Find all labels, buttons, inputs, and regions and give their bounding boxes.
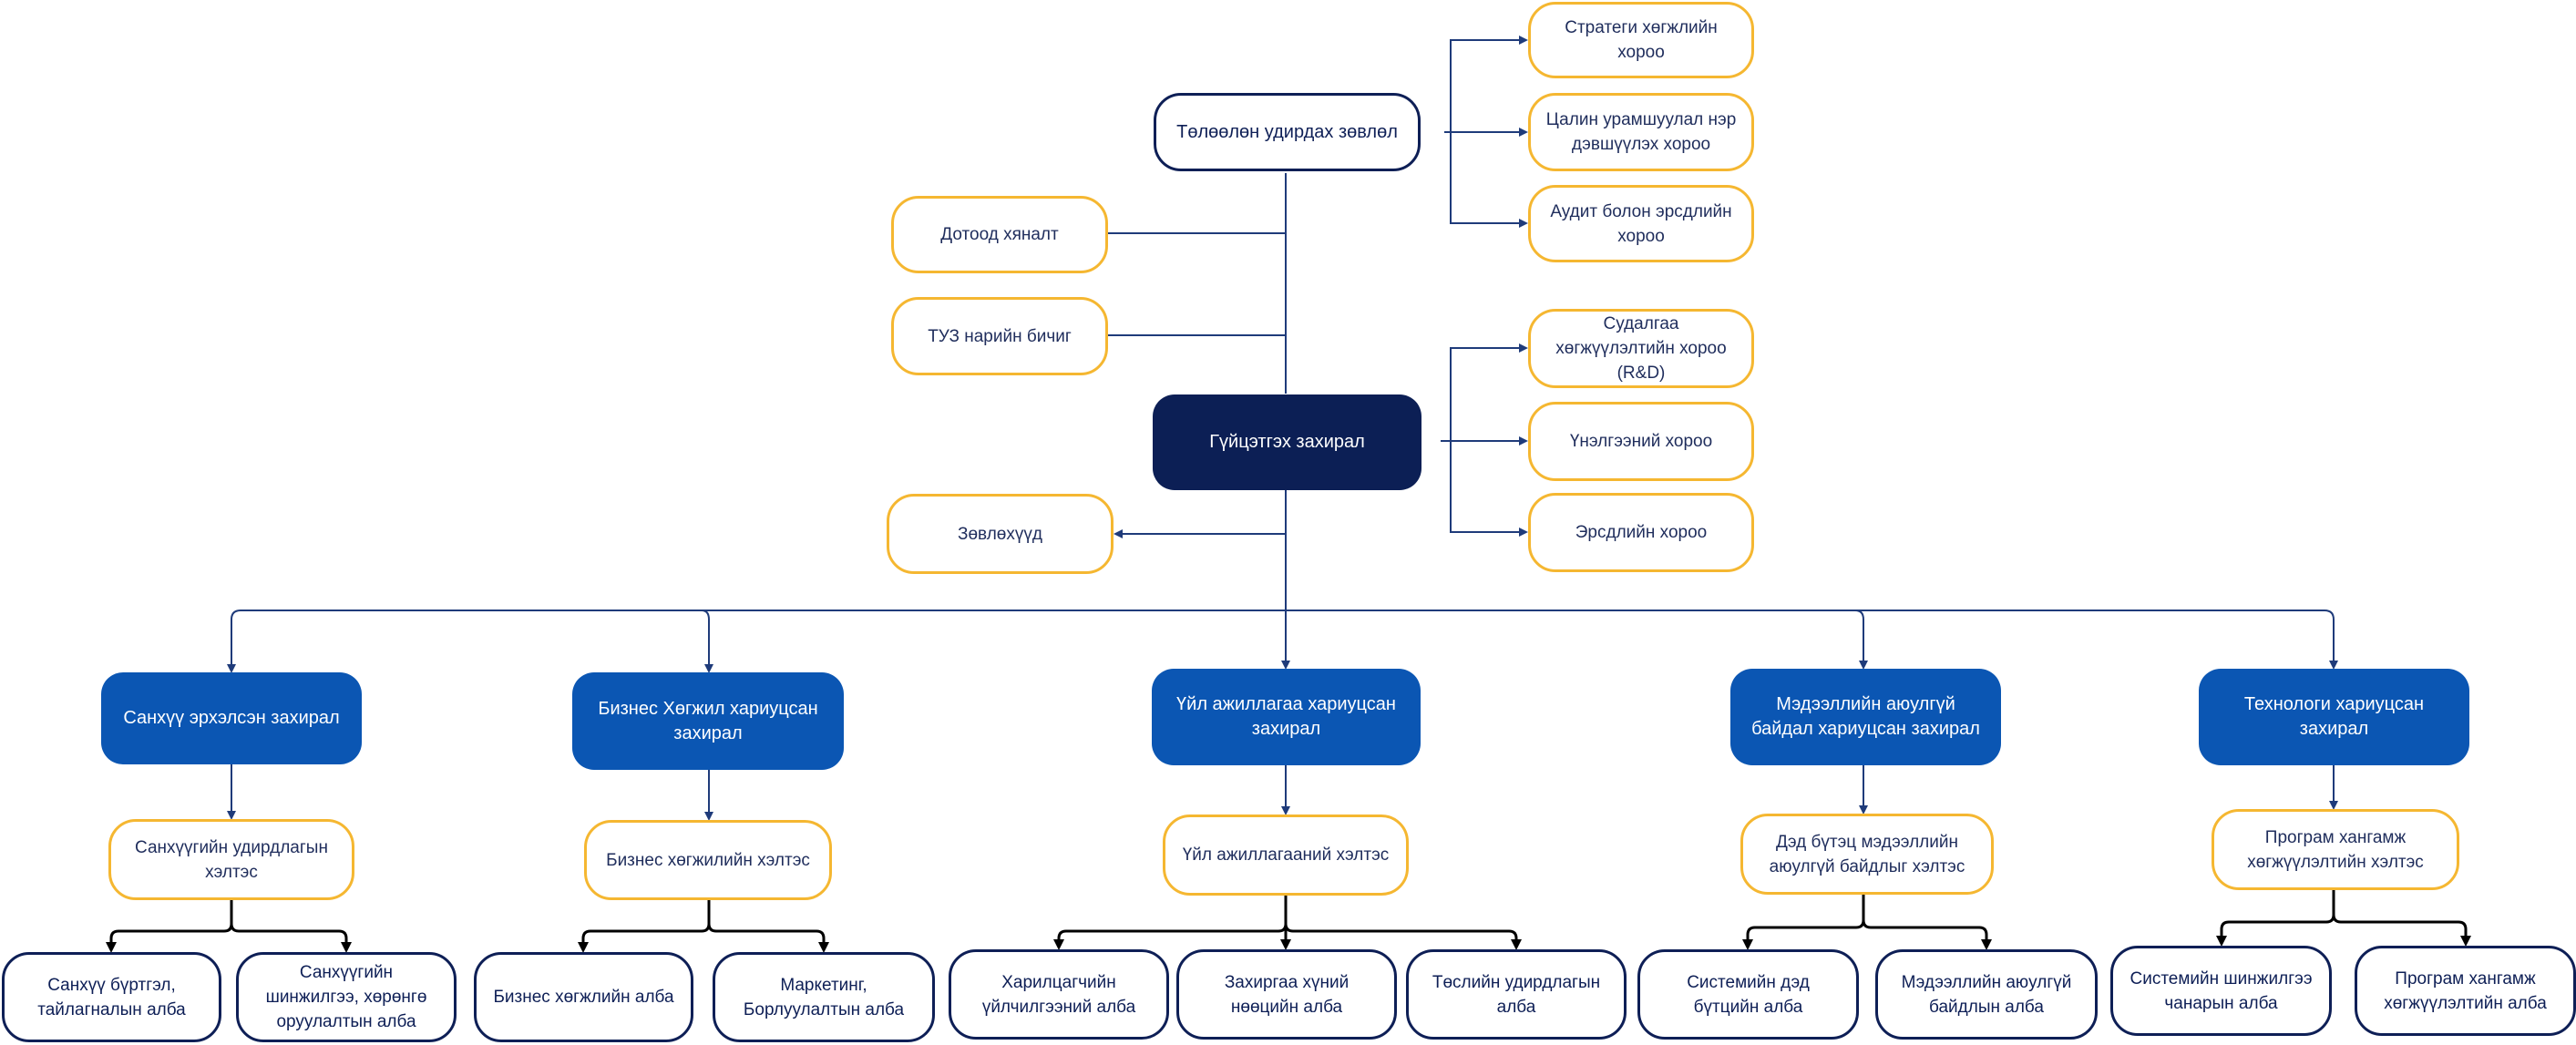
- unit-customer-service: Харилцагчийн үйлчилгээний алба: [949, 949, 1169, 1040]
- unit-system-analysis-quality: Системийн шинжилгээ чанарын алба: [2110, 946, 2332, 1036]
- structure-infrastructure-security: Дэд бүтэц мэдээллийн аюулгүй байдлыг хэл…: [1740, 814, 1994, 895]
- director-information-security: Мэдээллийн аюулгүй байдал хариуцсан захи…: [1730, 669, 2001, 765]
- structure-operations: Үйл ажиллагааний хэлтэс: [1163, 814, 1409, 896]
- committee-risk: Эрсдлийн хороо: [1528, 493, 1754, 572]
- committee-audit-risk: Аудит болон эрсдлийн хороо: [1528, 185, 1754, 262]
- director-finance: Санхүү эрхэлсэн захирал: [101, 672, 362, 764]
- director-operations: Үйл ажиллагаа хариуцсан захирал: [1152, 669, 1421, 765]
- director-technology: Технологи хариуцсан захирал: [2199, 669, 2469, 765]
- unit-information-security: Мэдээллийн аюулгүй байдлын алба: [1875, 949, 2098, 1040]
- unit-system-infrastructure: Системийн дэд бүтцийн алба: [1637, 949, 1859, 1040]
- committee-strategy: Стратеги хөгжлийн хороо: [1528, 2, 1754, 78]
- unit-marketing-sales: Маркетинг, Борлуулалтын алба: [713, 952, 935, 1042]
- committee-research-development: Судалгаа хөгжүүлэлтийн хороо (R&D): [1528, 309, 1754, 388]
- advisors-box: Зөвлөхүүд: [887, 494, 1114, 574]
- structure-business-development: Бизнес хөгжилийн хэлтэс: [584, 820, 832, 900]
- unit-accounting-reporting: Санхүү бүртгэл, тайлагналын алба: [2, 952, 221, 1042]
- unit-administration-hr: Захиргаа хүний нөөцийн алба: [1176, 949, 1397, 1040]
- committee-evaluation: Үнэлгээний хороо: [1528, 402, 1754, 481]
- unit-project-management: Төслийн удирдлагын алба: [1406, 949, 1627, 1040]
- board-of-directors-box: Төлөөлөн удирдах зөвлөл: [1154, 93, 1421, 171]
- board-secretary-box: ТУЗ нарийн бичиг: [891, 297, 1108, 375]
- committee-compensation-nomination: Цалин урамшуулал нэр дэвшүүлэх хороо: [1528, 93, 1754, 171]
- structure-finance-management: Санхүүгийн удирдлагын хэлтэс: [108, 819, 354, 900]
- unit-business-development: Бизнес хөгжлийн алба: [474, 952, 693, 1042]
- structure-software-development: Програм хангамж хөгжүүлэлтийн хэлтэс: [2212, 809, 2459, 890]
- director-business-development: Бизнес Хөгжил хариуцсан захирал: [572, 672, 844, 770]
- unit-financial-analysis-investment: Санхүүгийн шинжилгээ, хөрөнгө оруулалтын…: [236, 952, 457, 1042]
- internal-control-box: Дотоод хяналт: [891, 196, 1108, 273]
- ceo-box: Гүйцэтгэх захирал: [1153, 394, 1421, 490]
- unit-software-development: Програм хангамж хөгжүүлэлтийн алба: [2355, 946, 2576, 1036]
